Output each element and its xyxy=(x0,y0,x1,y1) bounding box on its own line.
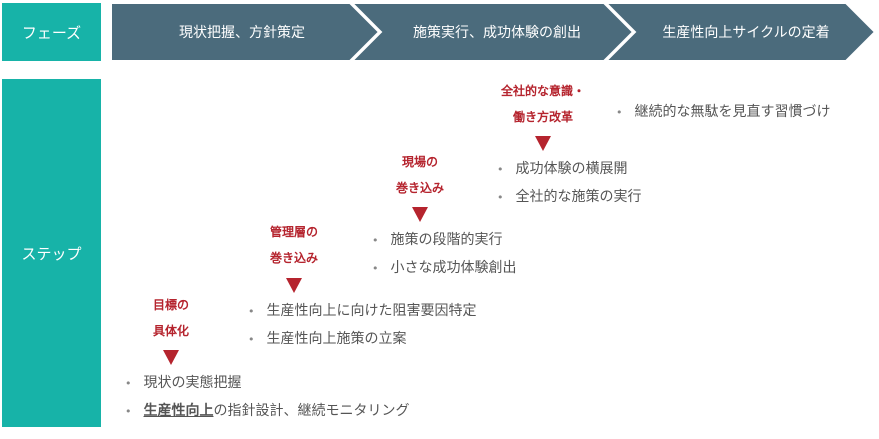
step-2-item-2-text: 生産性向上施策の立案 xyxy=(266,331,407,347)
step-2-item-2: • 生産性向上施策の立案 xyxy=(248,328,407,348)
step-3-title: 現場の 巻き込み xyxy=(380,149,460,201)
step-3-item-2-text: 小さな成功体験創出 xyxy=(390,260,517,276)
step-4-arrow-down-icon xyxy=(535,136,551,151)
step-1-item-1-text: 現状の実態把握 xyxy=(143,375,242,391)
step-1-item-2-text: の指針設計、継続モニタリング xyxy=(213,403,410,419)
phase-label-1: 現状把握、方針策定 xyxy=(179,25,305,41)
step-4-item-1-text: 成功体験の横展開 xyxy=(515,161,628,177)
step-1-item-2: • 生産性向上の指針設計、継続モニタリング xyxy=(125,400,410,420)
step-2-item-1-text: 生産性向上に向けた阻害要因特定 xyxy=(266,303,477,319)
step-2-item-1: • 生産性向上に向けた阻害要因特定 xyxy=(248,300,477,320)
step-1-title: 目標の 具体化 xyxy=(131,292,211,344)
bullet-dot-icon: • xyxy=(248,333,255,346)
step-3-title-line2: 巻き込み xyxy=(395,181,444,195)
step-2-arrow-down-icon xyxy=(286,278,302,293)
step-4-title-line2: 働き方改革 xyxy=(512,110,573,124)
step-4-side-item-1: • 継続的な無駄を見直す習慣づけ xyxy=(616,101,831,121)
step-4-side-item-1-text: 継続的な無駄を見直す習慣づけ xyxy=(634,104,831,120)
step-4-item-2-text: 全社的な施策の実行 xyxy=(515,189,642,205)
step-2-title-line1: 管理層の xyxy=(269,225,318,239)
bullet-dot-icon: • xyxy=(372,234,379,247)
phase-arrow-1 xyxy=(110,2,381,62)
phase-arrow-2 xyxy=(349,2,635,62)
phase-chevrons xyxy=(110,2,877,62)
step-1-arrow-down-icon xyxy=(163,350,179,365)
step-3-item-1: • 施策の段階的実行 xyxy=(372,229,503,249)
step-4-title: 全社的な意識・ 働き方改革 xyxy=(488,78,598,130)
step-4-item-1: • 成功体験の横展開 xyxy=(497,158,628,178)
bullet-dot-icon: • xyxy=(616,106,623,119)
step-4-item-2: • 全社的な施策の実行 xyxy=(497,186,642,206)
phase-arrow-3 xyxy=(603,2,877,62)
step-1-item-2-emphasis: 生産性向上 xyxy=(143,403,214,419)
bullet-dot-icon: • xyxy=(248,305,255,318)
step-3-arrow-down-icon xyxy=(412,207,428,222)
step-3-item-2: • 小さな成功体験創出 xyxy=(372,257,517,277)
phase-label-2: 施策実行、成功体験の創出 xyxy=(413,25,581,41)
phase-label-3: 生産性向上サイクルの定着 xyxy=(662,25,830,41)
bullet-dot-icon: • xyxy=(372,262,379,275)
step-3-title-line1: 現場の xyxy=(401,155,438,169)
step-1-title-line2: 具体化 xyxy=(152,324,189,338)
bullet-dot-icon: • xyxy=(125,377,132,390)
bullet-dot-icon: • xyxy=(497,163,504,176)
step-1-item-1: • 現状の実態把握 xyxy=(125,372,242,392)
step-row-label: ステップ xyxy=(2,79,101,427)
step-4-title-line1: 全社的な意識・ xyxy=(500,84,585,98)
step-2-title-line2: 巻き込み xyxy=(269,251,318,265)
step-2-title: 管理層の 巻き込み xyxy=(254,219,334,271)
bullet-dot-icon: • xyxy=(125,405,132,418)
bullet-dot-icon: • xyxy=(497,191,504,204)
phase-row-label: フェーズ xyxy=(2,3,101,61)
step-1-title-line1: 目標の xyxy=(152,298,189,312)
step-3-item-1-text: 施策の段階的実行 xyxy=(390,232,503,248)
